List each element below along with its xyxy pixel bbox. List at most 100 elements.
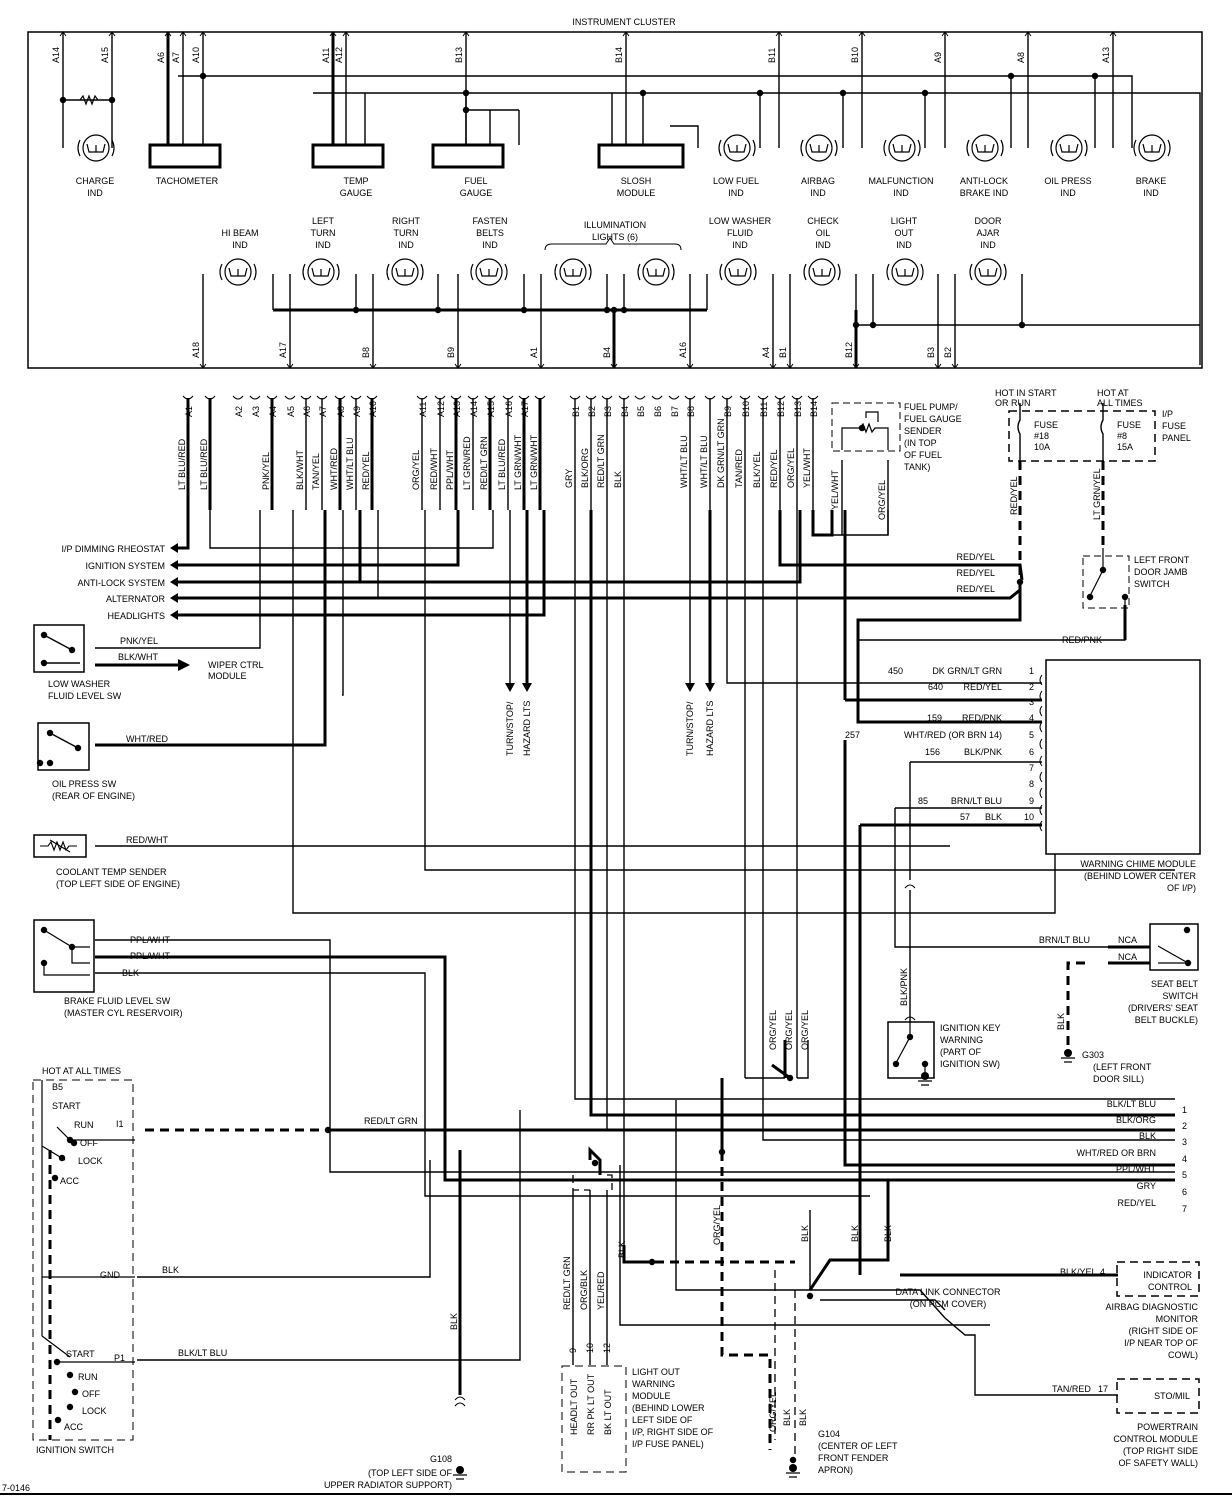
ignition-gnd-label: GND	[100, 1270, 121, 1280]
splice-dot	[71, 1388, 79, 1396]
splice-dot	[610, 306, 618, 314]
cluster-component-label: BRAKE	[1136, 176, 1167, 186]
door-jamb-wire-label: RED/PNK	[1062, 635, 1102, 645]
ground-g104-icon	[786, 1464, 800, 1478]
splice-dot	[906, 1033, 914, 1041]
pcm-wire-label: TAN/RED	[1052, 1384, 1091, 1394]
connector-b-pin: B5	[636, 406, 646, 417]
bus-pin-number: 6	[1182, 1187, 1187, 1197]
light-out-module-label: WARNING	[632, 1379, 675, 1389]
cluster-component-label: MALFUNCTION	[869, 176, 934, 186]
arrow-right-icon	[178, 659, 190, 671]
ignition-key-label: IGNITION SW)	[940, 1059, 1000, 1069]
seat-belt-switch-box	[1149, 923, 1199, 971]
ignition-position-label: RUN	[78, 1372, 98, 1382]
seat-belt-label: (DRIVERS' SEAT	[1128, 1003, 1199, 1013]
fuse-label: 15A	[1117, 442, 1133, 452]
data-link-connector-label: (ON PCM COVER)	[910, 1299, 987, 1309]
arrow-down-icon	[705, 683, 715, 692]
fuel-gauge-component	[431, 143, 505, 169]
fuse-panel-label: I/P	[1162, 409, 1173, 419]
fuel-sender-wire-label: ORG/YEL	[877, 480, 887, 520]
pcm-label: OF SAFETY WALL)	[1118, 1458, 1198, 1468]
indicator-bulb-icon	[800, 134, 838, 162]
cluster-pin-label: A14	[51, 47, 61, 63]
chime-module-label: (BEHIND LOWER CENTER	[1084, 871, 1197, 881]
seat-belt-wire-label: BRN/LT BLU	[1039, 935, 1090, 945]
indicator-bulb-icon	[969, 258, 1007, 286]
indicator-bulb-icon	[886, 258, 924, 286]
data-link-connector-label: DATA LINK CONNECTOR	[895, 1287, 1001, 1297]
cluster-component-label: OIL	[816, 228, 831, 238]
splice-dot	[324, 1126, 332, 1134]
arrow-left-icon	[170, 560, 178, 570]
cluster-pin-label: A11	[321, 48, 331, 63]
connector-b-pin: B1	[571, 406, 581, 417]
chime-circuit-number: 156	[925, 747, 940, 757]
ignition-i1-label: I1	[116, 1119, 124, 1129]
fuel-sender-label: FUEL GAUGE	[904, 414, 962, 424]
seat-belt-label: BELT BUCKLE)	[1135, 1015, 1198, 1025]
indicator-bulb-icon	[470, 258, 508, 286]
connector-b-pin: B6	[653, 406, 663, 417]
cluster-pin-label: A8	[1016, 52, 1026, 63]
coolant-sender-label: COOLANT TEMP SENDER	[56, 867, 167, 877]
blk-wire-label: BLK	[800, 1225, 810, 1242]
connector-a-wire-label: WHT/LT BLU	[345, 437, 355, 490]
cluster-pin-label: B8	[361, 347, 371, 358]
connector-b-wire-label: RED/LT GRN	[596, 434, 606, 488]
arrow-down-icon	[505, 683, 515, 692]
fuel-sender-label: (IN TOP	[904, 438, 937, 448]
cluster-pin-label: A9	[933, 52, 943, 63]
pcm-label: POWERTRAIN	[1137, 1422, 1198, 1432]
ignition-key-label: IGNITION KEY	[940, 1023, 1001, 1033]
cluster-component-label: BRAKE IND	[960, 188, 1009, 198]
cluster-pin-label: A6	[156, 52, 166, 63]
pcm-box	[1116, 1378, 1200, 1414]
splice-dot	[74, 744, 82, 752]
splice-dot	[620, 306, 628, 314]
chime-pin-number: 7	[1029, 763, 1034, 773]
light-out-function: BK LT OUT	[603, 1389, 613, 1435]
ground-location: (CENTER OF LEFT	[818, 1441, 898, 1451]
splice-dot	[462, 106, 470, 114]
chime-pin-number: 1	[1029, 666, 1034, 676]
indicator-bulb-icon	[719, 258, 757, 286]
cluster-pin-label: A1	[529, 347, 539, 358]
low-washer-wire-label: PNK/YEL	[120, 636, 158, 646]
cluster-component-label: TURN	[311, 228, 336, 238]
connector-a-wire-label: LT BLU/RED	[199, 438, 209, 490]
door-jamb-label: SWITCH	[1134, 579, 1170, 589]
splice-dot	[1086, 593, 1094, 601]
ground-location: UPPER RADIATOR SUPPORT)	[324, 1480, 452, 1490]
cluster-pin-label: A16	[678, 342, 688, 358]
splice-dot	[1007, 72, 1015, 80]
fuse-panel-hot-label: HOT AT	[1097, 388, 1129, 398]
connector-a-wire-label: RED/LT GRN	[479, 436, 489, 490]
brake-fluid-wire-label: PPL/WHT	[130, 935, 171, 945]
splice-dot	[921, 89, 929, 97]
fuse-label: 10A	[1034, 442, 1050, 452]
airbag-monitor-box	[1116, 1261, 1200, 1297]
fuel-sender-label: OF FUEL	[904, 450, 942, 460]
cluster-component-label: HI BEAM	[221, 228, 258, 238]
splice-dot	[434, 306, 442, 314]
harness-routing	[95, 510, 1175, 1455]
cluster-pin-label: A17	[278, 342, 288, 358]
airbag-monitor-label: AIRBAG DIAGNOSTIC	[1105, 1302, 1198, 1312]
cluster-component-label: IND	[398, 240, 414, 250]
cluster-title: INSTRUMENT CLUSTER	[572, 17, 676, 27]
seat-belt-label: SEAT BELT	[1151, 979, 1199, 989]
cluster-pin-label: A15	[100, 47, 110, 63]
airbag-pin: 4	[1100, 1267, 1105, 1277]
airbag-monitor-label: I/P NEAR TOP OF	[1124, 1338, 1198, 1348]
chime-pin-number: 8	[1029, 779, 1034, 789]
switch-icon	[49, 732, 79, 749]
connector-b-wire-label: RED/YEL	[769, 449, 779, 488]
bus-wire-label: BLK/ORG	[1116, 1115, 1156, 1125]
splice-dot	[53, 1358, 61, 1366]
ignition-position-label: ACC	[64, 1422, 84, 1432]
switch-icon	[1157, 945, 1189, 964]
fuse-icon	[1017, 403, 1104, 461]
chime-pin-number: 3	[1029, 697, 1034, 707]
